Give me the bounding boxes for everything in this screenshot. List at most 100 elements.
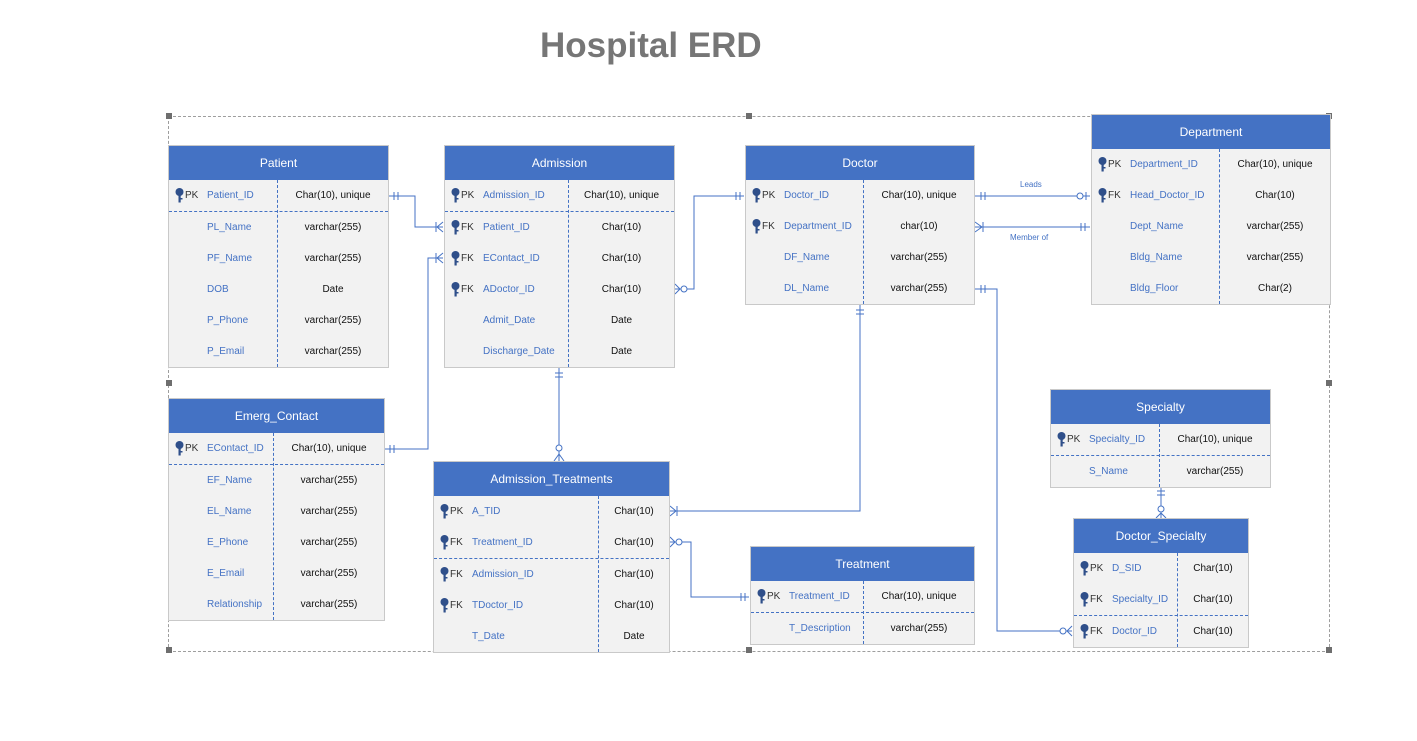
attribute-name: Dept_Name [1130,221,1184,232]
attribute-name: Specialty_ID [1089,434,1146,445]
key-label: PK [1090,562,1104,574]
key-icon: FK [752,218,776,234]
attribute-name: EContact_ID [207,443,264,454]
link-admissiontreatments-treatment [669,536,749,601]
attribute-type: varchar(255) [300,475,358,486]
attribute-name: Bldg_Name [1130,252,1183,263]
attribute-type: Char(10) [614,537,654,548]
attribute-name: Patient_ID [483,222,530,233]
key-label: PK [450,505,464,517]
link-doctor-admissiontreatments [669,305,864,517]
attribute-type: Char(10) [1193,594,1233,605]
selection-handle[interactable] [166,647,172,653]
selection-handle[interactable] [746,113,752,119]
attribute-type: Date [610,346,633,357]
attribute-name: Admission_ID [483,190,545,201]
selection-handle[interactable] [1326,380,1332,386]
attribute-name: DL_Name [784,283,830,294]
attribute-name: S_Name [1089,466,1128,477]
key-label: FK [461,221,474,233]
attribute-name: PF_Name [207,253,253,264]
column-divider [568,180,569,367]
attribute-type: varchar(255) [890,283,948,294]
key-icon: PK [175,440,199,456]
selection-handle[interactable] [166,380,172,386]
entity-title: Admission_Treatments [434,462,669,496]
attribute-name: Department_ID [1130,159,1198,170]
relationship-label-leads: Leads [1020,180,1042,189]
attribute-row[interactable]: DL_Name varchar(255) [746,273,974,304]
key-label: FK [762,220,775,232]
attribute-type: Char(10) [1255,190,1295,201]
attribute-name: Treatment_ID [472,537,533,548]
key-icon: PK [175,187,199,203]
attribute-row[interactable]: Relationship varchar(255) [169,589,384,620]
attribute-type: Char(10) [1193,626,1233,637]
attribute-type: Char(10), unique [881,190,957,201]
attribute-name: Relationship [207,599,263,610]
attribute-type: Char(10) [614,600,654,611]
attribute-type: Char(2) [1258,283,1292,294]
selection-handle[interactable] [166,113,172,119]
attribute-name: Treatment_ID [789,591,850,602]
key-icon: PK [757,588,781,604]
key-icon: PK [440,503,464,519]
selection-handle[interactable] [1326,647,1332,653]
attribute-name: Department_ID [784,221,852,232]
attribute-type: varchar(255) [890,623,948,634]
attribute-name: P_Phone [207,315,249,326]
key-icon: PK [1080,560,1104,576]
selection-handle[interactable] [746,647,752,653]
entity-title: Treatment [751,547,974,581]
key-label: PK [1067,433,1081,445]
attribute-type: varchar(255) [300,599,358,610]
